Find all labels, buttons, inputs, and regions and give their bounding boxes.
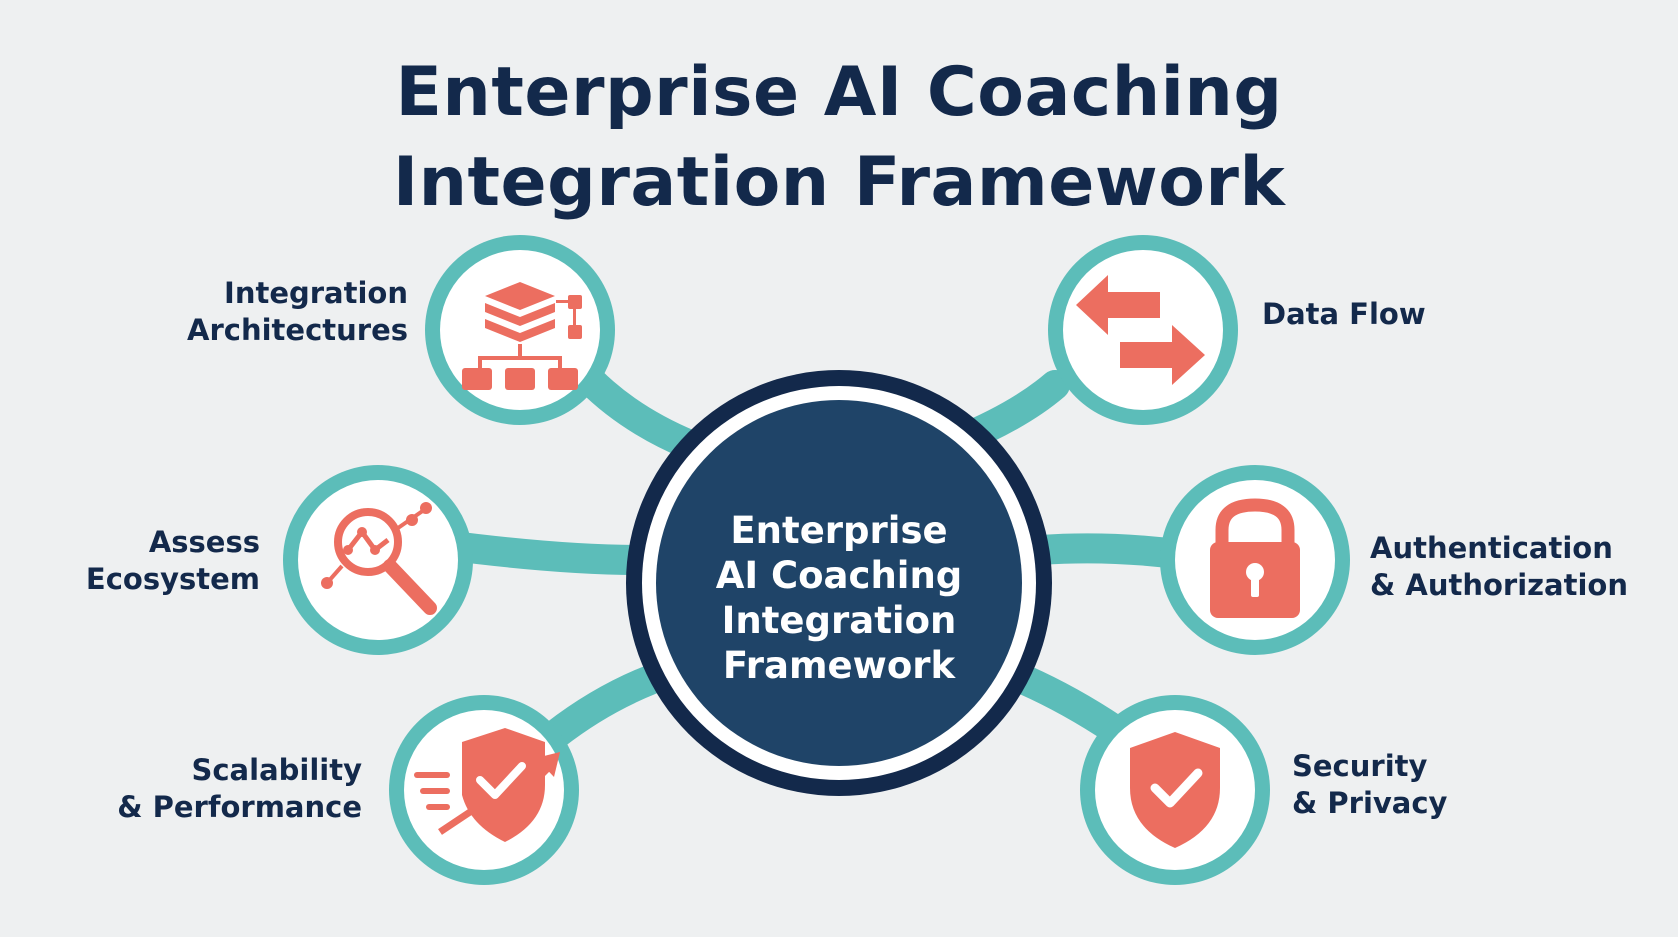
hub-label-line-3: Integration <box>721 599 957 642</box>
node-integration-architectures <box>425 235 615 425</box>
hub-label-line-4: Framework <box>722 644 956 687</box>
connector-assess-ecosystem <box>430 530 655 575</box>
label-line: Scalability <box>191 753 362 787</box>
title-line-2: Integration Framework <box>392 143 1286 222</box>
hub-label: Enterprise AI Coaching Integration Frame… <box>660 508 1018 688</box>
label-line: Integration <box>224 276 408 310</box>
shield-check-icon <box>1130 732 1220 848</box>
label-line: Architectures <box>187 313 408 347</box>
label-integration-architectures: Integration Architectures <box>187 275 408 349</box>
label-line: Data Flow <box>1262 297 1426 331</box>
padlock-icon <box>1210 498 1300 618</box>
label-data-flow: Data Flow <box>1262 296 1426 333</box>
label-line: & Performance <box>117 790 362 824</box>
layered-architecture-icon <box>462 282 582 390</box>
node-authentication-authorization <box>1160 465 1350 655</box>
node-data-flow <box>1048 235 1238 425</box>
node-security-privacy <box>1080 695 1270 885</box>
connector-security-privacy <box>1010 665 1130 745</box>
label-assess-ecosystem: Assess Ecosystem <box>86 524 260 598</box>
label-authentication-authorization: Authentication & Authorization <box>1370 530 1628 604</box>
connector-integration-architectures <box>575 365 705 460</box>
label-line: & Authorization <box>1370 568 1628 602</box>
label-line: Security <box>1292 749 1428 783</box>
connector-scalability-performance <box>540 665 665 750</box>
page-title: Enterprise AI Coaching Integration Frame… <box>0 48 1678 228</box>
label-line: Authentication <box>1370 531 1613 565</box>
label-security-privacy: Security & Privacy <box>1292 748 1447 822</box>
hub-circle <box>626 370 1052 796</box>
magnifier-network-icon <box>321 502 437 615</box>
label-scalability-performance: Scalability & Performance <box>117 752 362 826</box>
exchange-arrows-icon <box>1076 275 1205 385</box>
title-line-1: Enterprise AI Coaching <box>395 53 1283 132</box>
hub-label-line-2: AI Coaching <box>715 554 963 597</box>
hub-label-line-1: Enterprise <box>730 509 948 552</box>
label-line: Ecosystem <box>85 562 260 596</box>
node-scalability-performance <box>389 695 579 885</box>
label-line: & Privacy <box>1292 786 1448 820</box>
label-line: Assess <box>148 525 260 559</box>
shield-growth-icon <box>414 728 560 842</box>
node-assess-ecosystem <box>283 465 473 655</box>
